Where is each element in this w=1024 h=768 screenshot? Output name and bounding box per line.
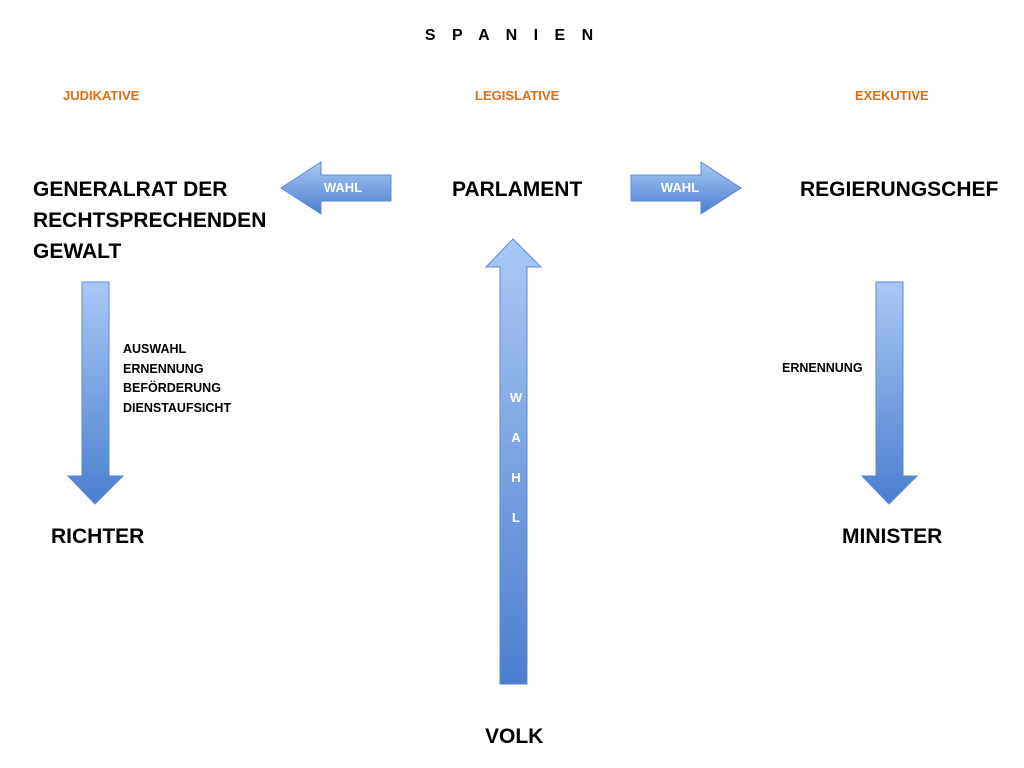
- node-regierungschef: REGIERUNGSCHEF: [800, 178, 999, 201]
- node-generalrat: GENERALRAT DER RECHTSPRECHENDEN GEWALT: [33, 178, 267, 263]
- branch-legislative: LEGISLATIVE: [475, 88, 560, 103]
- duty-item: ERNENNUNG: [123, 361, 204, 376]
- duty-item: DIENSTAUFSICHT: [123, 400, 232, 415]
- arrow-up-label: W A H L: [502, 388, 530, 548]
- exekutive-duty: ERNENNUNG: [782, 361, 863, 375]
- arrow-left-label: WAHL: [323, 180, 363, 195]
- arrow-right-wahl: [630, 161, 742, 215]
- judikative-duties: AUSWAHL ERNENNUNG BEFÖRDERUNG DIENSTAUFS…: [123, 340, 231, 418]
- arrow-down-judikative: [66, 281, 125, 505]
- node-parlament: PARLAMENT: [452, 178, 583, 201]
- node-richter: RICHTER: [51, 525, 145, 548]
- node-minister: MINISTER: [842, 525, 943, 548]
- arrow-up-letter: H: [511, 470, 521, 485]
- branch-judikative: JUDIKATIVE: [63, 88, 140, 103]
- arrow-up-volk: [484, 238, 543, 685]
- node-volk: VOLK: [485, 725, 544, 748]
- arrow-up-letter: L: [512, 510, 520, 525]
- page-title: S P A N I E N: [424, 27, 600, 44]
- arrow-left-wahl: [280, 161, 392, 215]
- arrow-up-letter: W: [509, 390, 523, 405]
- arrow-right-label: WAHL: [660, 180, 700, 195]
- duty-item: BEFÖRDERUNG: [123, 381, 221, 395]
- branch-exekutive: EXEKUTIVE: [855, 88, 929, 103]
- arrow-down-exekutive: [860, 281, 919, 505]
- arrow-up-letter: A: [511, 430, 521, 445]
- duty-item: AUSWAHL: [123, 342, 187, 356]
